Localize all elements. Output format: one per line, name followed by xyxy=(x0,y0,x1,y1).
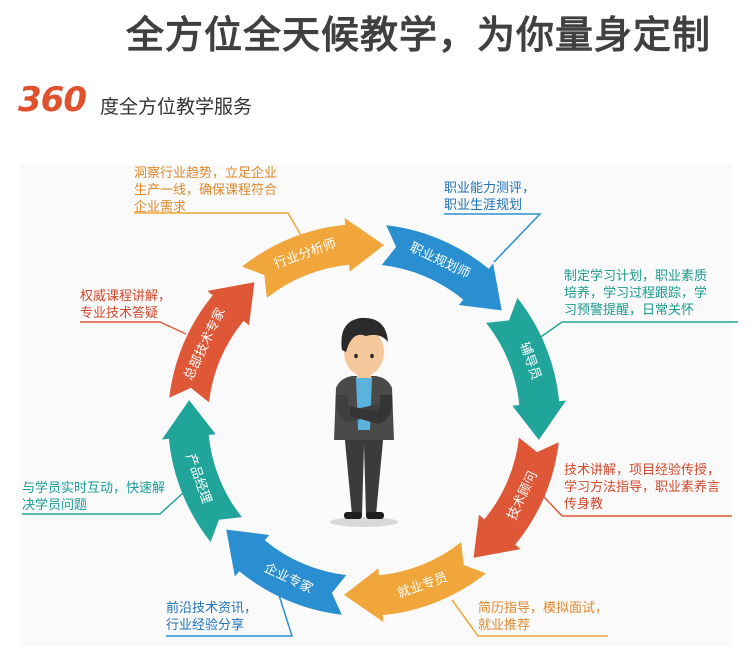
leader-line xyxy=(451,599,479,637)
note-line: 前沿技术资讯， xyxy=(166,601,258,616)
ring-segment xyxy=(473,437,559,558)
ring-segment xyxy=(486,297,567,440)
note-enterprise: 前沿技术资讯， 行业经验分享 xyxy=(166,600,296,634)
leader-line xyxy=(166,591,294,637)
leader-lines xyxy=(22,212,738,637)
note-line: 习预警提醒，日常关怀 xyxy=(564,303,695,318)
leader-line xyxy=(22,491,185,515)
leader-line xyxy=(444,213,542,263)
ring-segment xyxy=(161,400,242,543)
note-line: 职业生涯规划 xyxy=(444,198,523,213)
figure-right-eye xyxy=(370,353,374,359)
note-line: 传身教 xyxy=(564,497,604,512)
note-analyst: 洞察行业趋势，立足企业 生产一线，确保课程符合 企业需求 xyxy=(134,165,294,216)
figure-shirt xyxy=(356,377,372,430)
figure-right-shoe xyxy=(366,512,384,519)
figure-legs xyxy=(344,430,384,515)
figure-right-arm xyxy=(350,395,393,424)
leader-line xyxy=(134,212,307,245)
note-line: 行业经验分享 xyxy=(166,618,245,633)
note-line: 专业技术答疑 xyxy=(80,306,159,321)
note-line: 职业能力测评， xyxy=(444,181,536,196)
ring-segment xyxy=(381,225,502,311)
note-line: 学习方法指导，职业素养言 xyxy=(564,480,721,495)
ring-segment xyxy=(241,217,384,298)
logo-360: 360 xyxy=(18,80,87,120)
ring-segment xyxy=(226,529,347,615)
note-line: 简历指导，模拟面试， xyxy=(478,601,609,616)
note-counselor: 制定学习计划，职业素质 培养，学习过程跟踪，学 习预警提醒，日常关怀 xyxy=(564,268,734,319)
note-planner: 职业能力测评， 职业生涯规划 xyxy=(444,180,594,214)
note-line: 生产一线，确保课程符合 xyxy=(134,183,278,198)
note-line: 权威课程讲解， xyxy=(80,289,172,304)
leader-line xyxy=(80,321,187,335)
cycle-ring: 行业分析师职业规划师辅导员技术顾问就业专员企业专家产品经理总部技术专家 xyxy=(161,217,567,623)
note-employment: 简历指导，模拟面试， 就业推荐 xyxy=(478,600,628,634)
leader-line xyxy=(527,479,563,517)
note-line: 企业需求 xyxy=(134,200,187,215)
page-subtitle: 度全方位教学服务 xyxy=(100,96,253,118)
note-product: 与学员实时互动，快速解 决学员问题 xyxy=(22,480,182,514)
note-hq-expert: 权威课程讲解， 专业技术答疑 xyxy=(80,288,210,322)
figure-left-shoe xyxy=(344,512,362,519)
figure-face xyxy=(344,328,384,376)
figure-shadow xyxy=(330,517,398,527)
note-line: 与学员实时互动，快速解 xyxy=(22,481,166,496)
figure-left-eye xyxy=(354,353,358,359)
note-line: 就业推荐 xyxy=(478,618,531,633)
note-line: 制定学习计划，职业素质 xyxy=(564,269,708,284)
note-line: 洞察行业趋势，立足企业 xyxy=(134,166,278,181)
note-line: 培养，学习过程跟踪，学 xyxy=(564,286,708,301)
figure-hair xyxy=(341,317,388,352)
ring-segment xyxy=(344,542,487,623)
ring-segment xyxy=(169,282,255,403)
leader-line xyxy=(527,321,563,347)
page-headline: 全方位全天候教学，为你量身定制 xyxy=(126,13,712,57)
teacher-figure xyxy=(330,317,398,527)
note-line: 决学员问题 xyxy=(22,498,88,513)
note-tech-advisor: 技术讲解，项目经验传授， 学习方法指导，职业素养言 传身教 xyxy=(564,462,736,513)
note-line: 技术讲解，项目经验传授， xyxy=(564,463,721,478)
